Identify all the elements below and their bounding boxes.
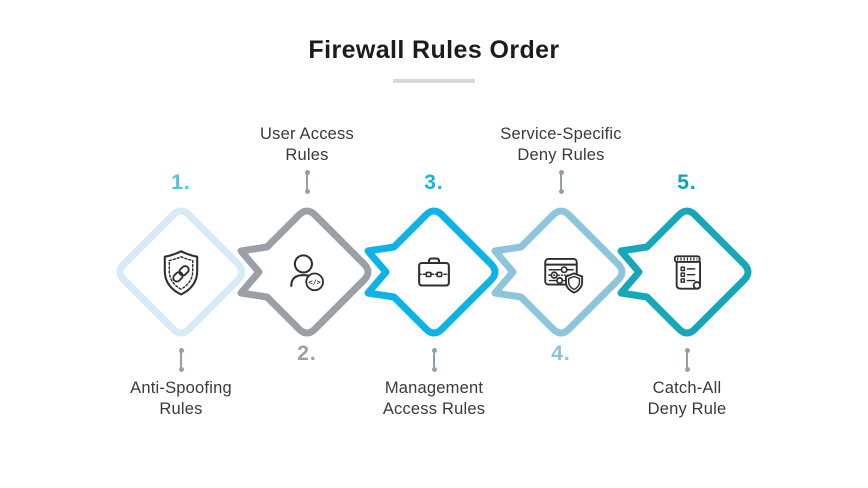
- connector-line: [684, 348, 690, 372]
- title-underline: [393, 79, 475, 83]
- user-code-icon: </>: [290, 254, 324, 292]
- step-label: Management Access Rules: [382, 379, 486, 418]
- step-2: 2. </> User Access Rules: [227, 0, 387, 488]
- briefcase-icon: [418, 257, 450, 287]
- diamond-shape: [237, 207, 372, 337]
- connector-line: [304, 170, 310, 194]
- step-label: Catch-All Deny Rule: [647, 379, 727, 418]
- step-1: 1. Anti-Spoofing Rules: [101, 0, 261, 488]
- step-number: 5.: [677, 171, 697, 194]
- step-label: Service-Specific Deny Rules: [500, 125, 622, 164]
- step-3: 3. Management Access Rules: [354, 0, 514, 488]
- diamond-shape: [364, 207, 499, 337]
- step-number: 4.: [551, 342, 571, 365]
- step-5: 5. Catch-All Deny Rule: [607, 0, 767, 488]
- page-title: Firewall Rules Order: [308, 36, 560, 64]
- diamond-shape: [491, 207, 626, 337]
- step-number: 1.: [171, 171, 191, 194]
- svg-text:</>: </>: [309, 278, 321, 286]
- step-label: User Access Rules: [260, 125, 354, 164]
- step-label: Anti-Spoofing Rules: [130, 379, 232, 418]
- connector-line: [178, 348, 184, 372]
- step-number: 3.: [424, 171, 444, 194]
- connector-line: [431, 348, 437, 372]
- scroll-list-icon: [673, 255, 702, 290]
- diamond-shape: [116, 207, 246, 337]
- step-4: 4. Service-Specific Deny Rules: [481, 0, 641, 488]
- sliders-shield-icon: [544, 258, 584, 294]
- diamond-shape: [617, 207, 752, 337]
- step-number: 2.: [297, 342, 317, 365]
- connector-line: [558, 170, 564, 194]
- shield-link-icon: [163, 250, 199, 296]
